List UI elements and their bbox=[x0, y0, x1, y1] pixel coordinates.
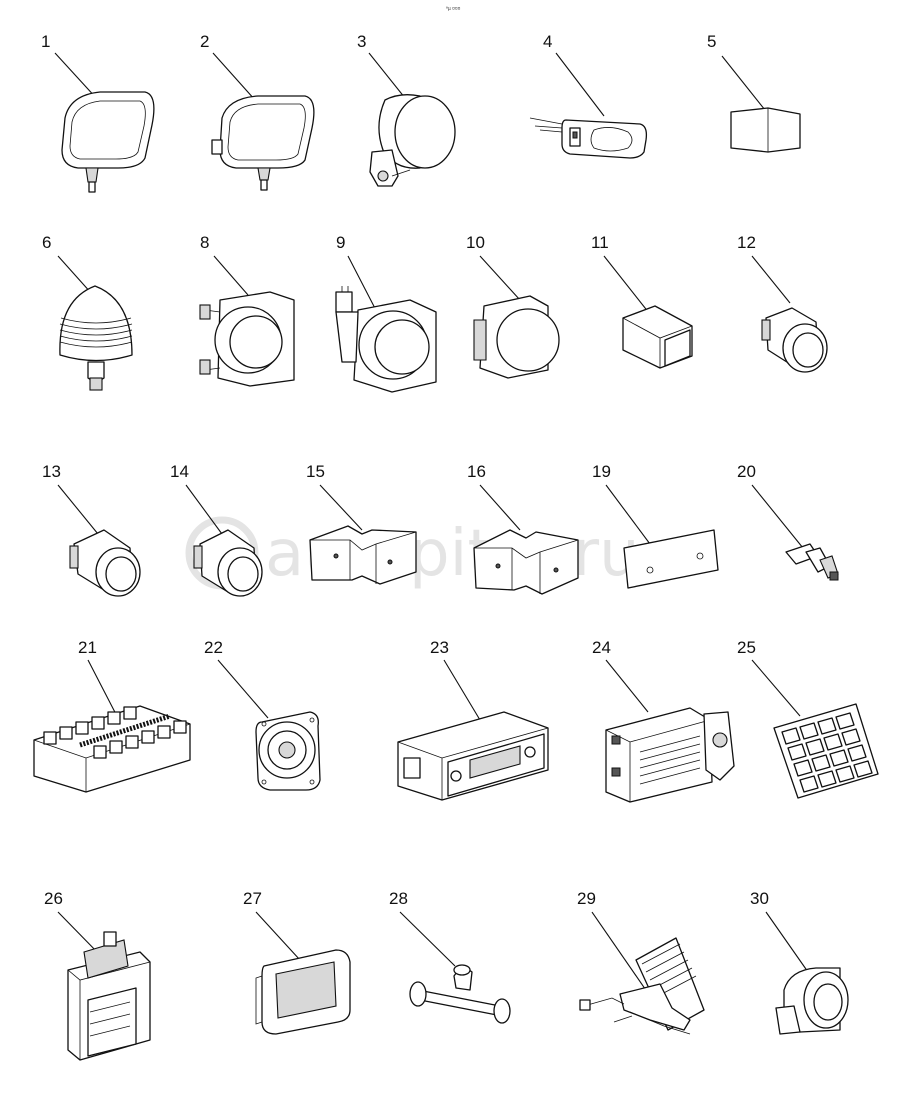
part-20: 20 bbox=[737, 462, 839, 581]
part-label-29: 29 bbox=[577, 889, 596, 908]
part-16: 16 bbox=[467, 462, 579, 595]
part-label-8: 8 bbox=[200, 233, 209, 252]
part-13: 13 bbox=[42, 462, 141, 597]
part-4: 4 bbox=[529, 32, 648, 159]
part-label-19: 19 bbox=[592, 462, 611, 481]
part-label-2: 2 bbox=[200, 32, 209, 51]
part-label-6: 6 bbox=[42, 233, 51, 252]
part-27: 27 bbox=[243, 889, 351, 1035]
part-26: 26 bbox=[44, 889, 151, 1061]
part-label-23: 23 bbox=[430, 638, 449, 657]
part-23: 23 bbox=[397, 638, 549, 801]
key-grid bbox=[781, 712, 873, 793]
part-8: 8 bbox=[199, 233, 295, 387]
part-label-14: 14 bbox=[170, 462, 189, 481]
part-25: 25 bbox=[737, 638, 879, 799]
part-label-5: 5 bbox=[707, 32, 716, 51]
part-15: 15 bbox=[306, 462, 417, 585]
part-label-12: 12 bbox=[737, 233, 756, 252]
part-label-22: 22 bbox=[204, 638, 223, 657]
part-29: 29 bbox=[577, 889, 705, 1035]
part-label-25: 25 bbox=[737, 638, 756, 657]
part-label-10: 10 bbox=[466, 233, 485, 252]
part-12: 12 bbox=[737, 233, 828, 373]
part-21: 21 bbox=[33, 638, 191, 793]
part-label-21: 21 bbox=[78, 638, 97, 657]
part-14: 14 bbox=[170, 462, 263, 597]
part-label-26: 26 bbox=[44, 889, 63, 908]
part-19: 19 bbox=[592, 462, 719, 589]
part-label-30: 30 bbox=[750, 889, 769, 908]
part-24: 24 bbox=[592, 638, 735, 803]
part-label-9: 9 bbox=[336, 233, 345, 252]
relay-blocks bbox=[43, 706, 187, 759]
part-6: 6 bbox=[42, 233, 133, 391]
part-label-1: 1 bbox=[41, 32, 50, 51]
part-label-16: 16 bbox=[467, 462, 486, 481]
part-5: 5 bbox=[707, 32, 801, 153]
part-10: 10 bbox=[466, 233, 560, 379]
part-label-27: 27 bbox=[243, 889, 262, 908]
part-3: 3 bbox=[357, 32, 456, 187]
part-22: 22 bbox=[204, 638, 321, 791]
part-label-15: 15 bbox=[306, 462, 325, 481]
part-label-4: 4 bbox=[543, 32, 552, 51]
header-mark: ªµ ¤¤¤ bbox=[446, 6, 461, 12]
part-2: 2 bbox=[200, 32, 315, 191]
part-label-20: 20 bbox=[737, 462, 756, 481]
part-9: 9 bbox=[335, 233, 437, 393]
part-label-28: 28 bbox=[389, 889, 408, 908]
part-label-24: 24 bbox=[592, 638, 611, 657]
part-label-11: 11 bbox=[591, 233, 609, 252]
part-28: 28 bbox=[389, 889, 511, 1024]
part-11: 11 bbox=[591, 233, 693, 369]
part-label-3: 3 bbox=[357, 32, 366, 51]
part-1: 1 bbox=[41, 32, 155, 193]
part-30: 30 bbox=[750, 889, 849, 1035]
part-label-13: 13 bbox=[42, 462, 61, 481]
